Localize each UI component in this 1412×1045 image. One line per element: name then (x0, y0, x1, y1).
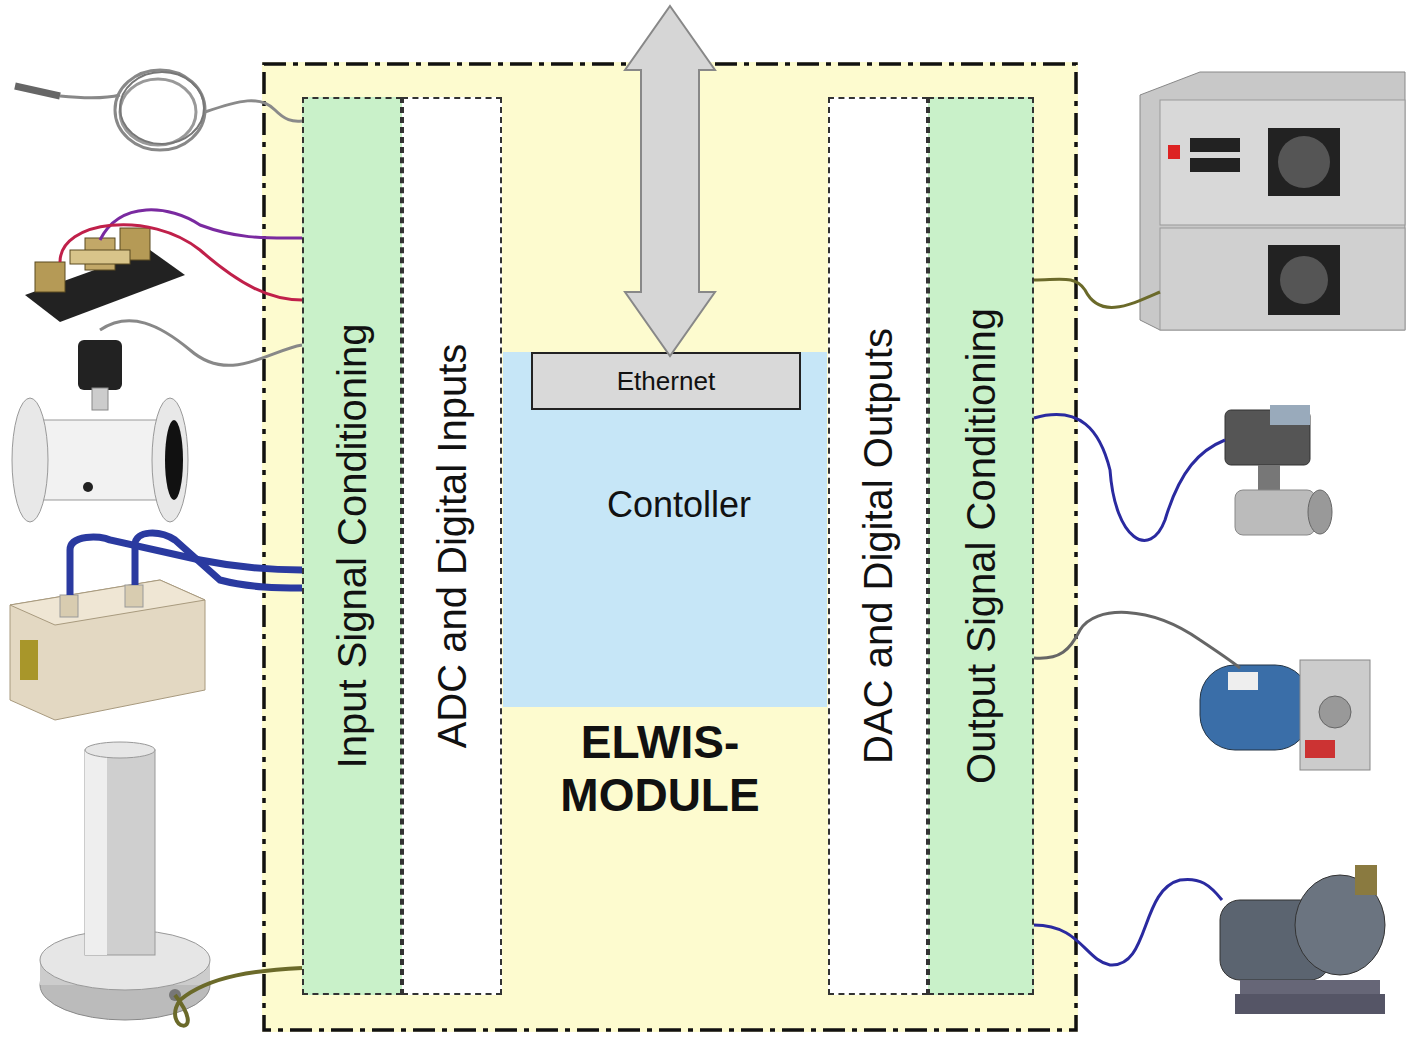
signal-band: DAC and Digital Outputs (828, 97, 928, 995)
cylinder-wire (175, 968, 302, 1026)
pump-wire (1034, 879, 1222, 965)
waveguide-hose (70, 537, 302, 595)
shunt-wire (100, 210, 302, 240)
power-supply-rack (1140, 72, 1405, 330)
ethernet-double-arrow (625, 6, 715, 356)
controller-box: Contoller Ethernet (503, 352, 827, 707)
waveguide-hose (135, 533, 302, 588)
band-label: Output Signal Conditioning (959, 308, 1004, 784)
port-label: Ethernet (533, 354, 799, 408)
module-title: ELWIS- MODULE (510, 716, 810, 822)
motor-wire (1034, 612, 1240, 668)
cylinder-sensor (40, 742, 210, 1020)
shunt-wire (100, 321, 302, 366)
signal-band: Output Signal Conditioning (928, 97, 1034, 995)
shunt-wire (60, 225, 302, 300)
controller-label: Contoller (503, 484, 827, 526)
band-label: Input Signal Conditioning (330, 324, 375, 769)
sensor-cable (15, 70, 205, 150)
signal-band: ADC and Digital Inputs (402, 97, 502, 995)
flow-meter (12, 340, 188, 522)
sensor-wire (205, 101, 302, 122)
rack-wire (1034, 279, 1160, 307)
control-valve (1225, 405, 1332, 535)
waveguide-coupler (10, 580, 205, 720)
module-housing: ELWIS- MODULE Input Signal Conditioning AD… (262, 62, 1078, 1032)
pump (1220, 865, 1385, 1014)
valve-wire (1034, 415, 1225, 541)
ethernet-port: Ethernet (531, 352, 801, 410)
electric-motor (1200, 660, 1370, 770)
shunt-resistor (25, 228, 185, 322)
band-label: ADC and Digital Inputs (430, 344, 475, 749)
band-label: DAC and Digital Outputs (856, 328, 901, 764)
signal-band: Input Signal Conditioning (302, 97, 402, 995)
